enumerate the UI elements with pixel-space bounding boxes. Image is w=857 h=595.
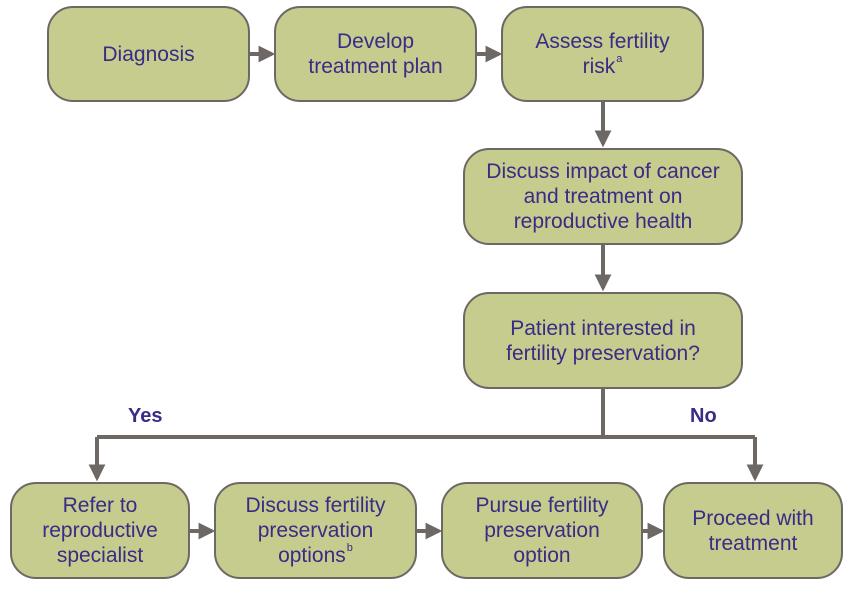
node-pursue-preservation-option: Pursue fertility preservation option: [441, 482, 643, 579]
node-assess-fertility-risk-label: Assess fertility risk: [535, 30, 670, 78]
node-proceed-with-treatment: Proceed with treatment: [663, 482, 843, 579]
node-discuss-preservation-options: Discuss fertility preservation optionsb: [214, 482, 417, 579]
node-pursue-preservation-option-label: Pursue fertility preservation option: [475, 494, 609, 567]
node-refer-specialist-label: Refer to reproductive specialist: [42, 494, 158, 567]
node-discuss-preservation-options-text: Discuss fertility preservation optionsb: [226, 493, 405, 568]
branch-label-no: No: [690, 405, 717, 427]
branch-label-yes: Yes: [128, 405, 163, 427]
node-develop-treatment-plan: Develop treatment plan: [274, 6, 477, 102]
node-discuss-impact: Discuss impact of cancer and treatment o…: [463, 148, 743, 245]
node-diagnosis-label: Diagnosis: [102, 42, 195, 66]
node-refer-specialist: Refer to reproductive specialist: [10, 482, 190, 579]
node-patient-interested-label: Patient interested in fertility preserva…: [506, 316, 700, 365]
node-assess-fertility-risk-text: Assess fertility riska: [518, 29, 688, 79]
node-discuss-impact-label: Discuss impact of cancer and treatment o…: [486, 160, 720, 233]
node-discuss-preservation-options-label: Discuss fertility preservation options: [245, 494, 386, 567]
footnote-a: a: [616, 53, 623, 65]
node-proceed-with-treatment-label: Proceed with treatment: [692, 506, 814, 555]
footnote-b: b: [346, 542, 353, 554]
node-develop-treatment-plan-label: Develop treatment plan: [308, 30, 443, 78]
branch-connector: [97, 389, 755, 439]
node-diagnosis: Diagnosis: [47, 6, 250, 102]
node-patient-interested: Patient interested in fertility preserva…: [463, 292, 743, 389]
node-assess-fertility-risk: Assess fertility riska: [501, 6, 704, 102]
